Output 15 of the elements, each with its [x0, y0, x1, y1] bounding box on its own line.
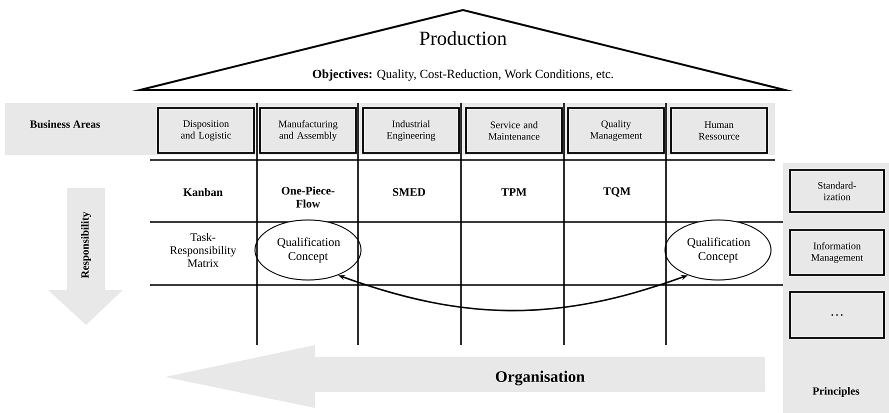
table-text: TPM: [501, 188, 526, 196]
area-box: Disposition and Logistic: [157, 107, 255, 154]
principle-box: Standard-ization: [789, 169, 885, 213]
area-box: Industrial Engineering: [362, 107, 460, 154]
principle-box: Information Management: [789, 229, 885, 276]
table-text: One-Piece-Flow: [282, 186, 334, 208]
table-text: Task-Responsibility Matrix: [170, 232, 236, 268]
area-box: Quality Management: [567, 107, 665, 154]
area-box: Human Ressource: [670, 107, 768, 154]
table-text: Kanban: [183, 188, 223, 196]
area-box: Service and Maintenance: [465, 107, 563, 154]
table-text: TQM: [603, 187, 630, 197]
table-text: SMED: [393, 188, 426, 196]
area-box: Manufacturing and Assembly: [259, 107, 357, 154]
principle-box: …: [789, 291, 885, 339]
